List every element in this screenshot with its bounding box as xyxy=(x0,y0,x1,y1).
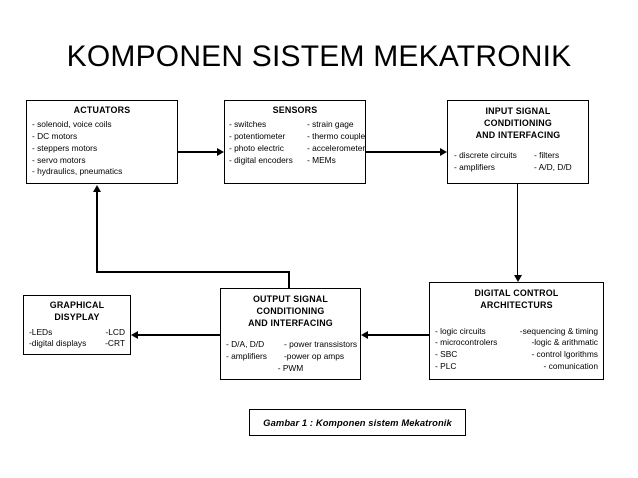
list-item: - DC motors xyxy=(32,130,78,141)
box-actuators-title: ACTUATORS xyxy=(73,105,131,115)
list-item: - PLC - comunication xyxy=(435,361,598,373)
list-item-left: - amplifiers xyxy=(454,162,495,173)
list-item: -digital displays -CRT xyxy=(29,338,125,350)
page-title: KOMPONEN SISTEM MEKATRONIK xyxy=(66,40,572,73)
list-item-right: - strain gage xyxy=(307,118,354,129)
list-item: - PWM xyxy=(277,363,304,374)
list-item: - discrete circuits - filters xyxy=(454,150,582,162)
list-item-right: - MEMs xyxy=(307,154,336,165)
box-digital-control-title-2: ARCHITECTURS xyxy=(480,299,553,310)
connector-output-signal-to-actuators-horizontal xyxy=(96,271,290,273)
box-digital-control-architectures[interactable]: DIGITAL CONTROL ARCHITECTURS - logic cir… xyxy=(429,282,604,380)
box-actuators-body: - solenoid, voice coils - DC motors - st… xyxy=(32,119,172,179)
list-item-left: - PLC xyxy=(435,361,457,372)
arrowhead-right-input-signal xyxy=(440,147,447,156)
box-input-signal-conditioning[interactable]: INPUT SIGNAL CONDITIONING AND INTERFACIN… xyxy=(447,100,589,184)
list-item-right: - A/D, D/D xyxy=(534,162,572,173)
arrowhead-left-graphical-display xyxy=(131,330,138,339)
connector-sensors-to-input-signal xyxy=(366,151,441,153)
list-item: - potentiometer - thermo couple xyxy=(229,130,365,143)
box-output-signal-body: - D/A, D/D - power transsistors - amplif… xyxy=(226,339,358,375)
list-item-left: - microcontrolers xyxy=(435,337,498,348)
list-item-left: - amplifiers xyxy=(226,351,267,362)
box-output-signal-title-3: AND INTERFACING xyxy=(248,317,333,328)
box-graphical-display-title-1: GRAPHICAL xyxy=(49,300,105,310)
box-input-signal-title-2: CONDITIONING xyxy=(484,117,552,128)
list-item: - steppers motors xyxy=(32,142,98,153)
box-sensors[interactable]: SENSORS - switches - strain gage - poten… xyxy=(224,100,366,184)
caption-text: Gambar 1 : Komponen sistem Mekatronik xyxy=(263,417,452,428)
list-item-right: - power transsistors xyxy=(284,339,358,350)
list-item-left: - potentiometer xyxy=(229,130,286,141)
list-item-left: - switches xyxy=(229,118,267,129)
box-graphical-display-body: -LEDs -LCD -digital displays -CRT xyxy=(29,327,125,351)
list-item-left: - SBC xyxy=(435,349,458,360)
connector-actuators-to-sensors xyxy=(178,151,218,153)
list-item-right: -LCD xyxy=(105,326,125,337)
list-item: - D/A, D/D - power transsistors xyxy=(226,339,358,351)
box-input-signal-title-3: AND INTERFACING xyxy=(475,129,561,140)
connector-output-signal-to-actuators-vertical xyxy=(96,192,98,272)
list-item-left: -digital displays xyxy=(29,338,87,349)
list-item-left: - logic circuits xyxy=(435,325,486,336)
box-digital-control-body: - logic circuits -sequencing & timing - … xyxy=(435,326,598,374)
connector-output-signal-to-graphical-display xyxy=(138,334,220,336)
list-item-left: - digital encoders xyxy=(229,154,293,165)
list-item: - logic circuits -sequencing & timing xyxy=(435,326,598,338)
box-input-signal-body: - discrete circuits - filters - amplifie… xyxy=(454,150,582,174)
box-digital-control-title-1: DIGITAL CONTROL xyxy=(474,288,559,298)
list-item: - switches - strain gage xyxy=(229,119,361,131)
caption-box: Gambar 1 : Komponen sistem Mekatronik xyxy=(249,409,466,436)
list-item-right: -sequencing & timing xyxy=(519,325,598,336)
list-item: - amplifiers - A/D, D/D xyxy=(454,162,582,174)
list-item: - SBC - control lgorithms xyxy=(435,349,598,361)
list-item-left: -LEDs xyxy=(29,326,53,337)
box-sensors-body: - switches - strain gage - potentiometer… xyxy=(229,119,365,167)
list-item: - amplifiers -power op amps xyxy=(226,351,355,363)
list-item-right: -logic & arithmatic xyxy=(531,337,598,348)
list-item: - microcontrolers -logic & arithmatic xyxy=(435,337,598,349)
box-graphical-display[interactable]: GRAPHICAL DISYPLAY -LEDs -LCD -digital d… xyxy=(23,295,131,355)
list-item-right: -power op amps xyxy=(284,351,345,362)
list-item-right: - filters xyxy=(534,150,560,161)
box-actuators[interactable]: ACTUATORS - solenoid, voice coils - DC m… xyxy=(26,100,178,184)
list-item: - digital encoders - MEMs xyxy=(229,155,361,167)
list-item-right: -CRT xyxy=(105,338,125,349)
box-sensors-title: SENSORS xyxy=(272,105,318,115)
box-output-signal-conditioning[interactable]: OUTPUT SIGNAL CONDITIONING AND INTERFACI… xyxy=(220,288,361,380)
list-item-right: - accelerometer xyxy=(307,142,366,153)
list-item-right: - control lgorithms xyxy=(531,349,598,360)
box-output-signal-title-2: CONDITIONING xyxy=(256,305,325,316)
list-item: - servo motors xyxy=(32,154,86,165)
connector-input-signal-to-digital-control xyxy=(517,184,519,275)
box-output-signal-title-1: OUTPUT SIGNAL xyxy=(252,294,329,304)
list-item-left: - D/A, D/D xyxy=(226,339,265,350)
arrowhead-down-digital-control xyxy=(513,275,522,282)
arrowhead-right-sensors xyxy=(217,147,224,156)
list-item: - hydraulics, pneumatics xyxy=(32,166,123,177)
connector-output-signal-riser xyxy=(288,271,290,289)
connector-digital-control-to-output-signal xyxy=(368,334,429,336)
list-item: - photo electric - accelerometer xyxy=(229,142,365,155)
arrowhead-up-actuators xyxy=(92,185,101,192)
arrowhead-left-output-signal xyxy=(361,330,368,339)
list-item-right: - comunication xyxy=(543,361,598,372)
list-item-left: - photo electric xyxy=(229,142,284,153)
box-graphical-display-title-2: DISYPLAY xyxy=(54,311,100,322)
list-item-right: - thermo couple xyxy=(307,130,366,141)
list-item: -LEDs -LCD xyxy=(29,327,125,339)
box-input-signal-title-1: INPUT SIGNAL xyxy=(485,106,551,116)
list-item-left: - discrete circuits xyxy=(454,150,517,161)
list-item: - solenoid, voice coils xyxy=(32,118,112,129)
